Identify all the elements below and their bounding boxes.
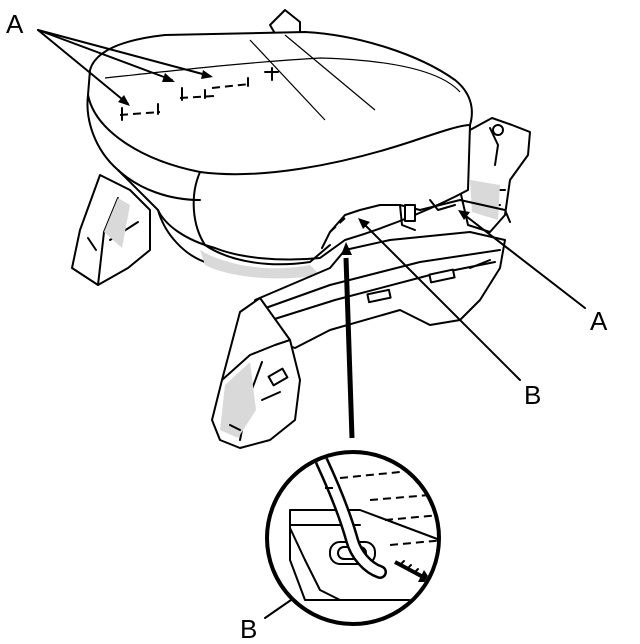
callout-a-right: A [590, 306, 608, 336]
callout-a-top: A [6, 9, 24, 39]
detail-magnifier [265, 450, 441, 626]
seat-rail-frame [211, 231, 506, 449]
seat-cushion [86, 31, 473, 279]
callout-b-bottom: B [240, 614, 257, 644]
cushion-frame-edge [321, 199, 511, 249]
callout-b-mid: B [524, 380, 541, 410]
left-rear-bracket [71, 174, 151, 286]
